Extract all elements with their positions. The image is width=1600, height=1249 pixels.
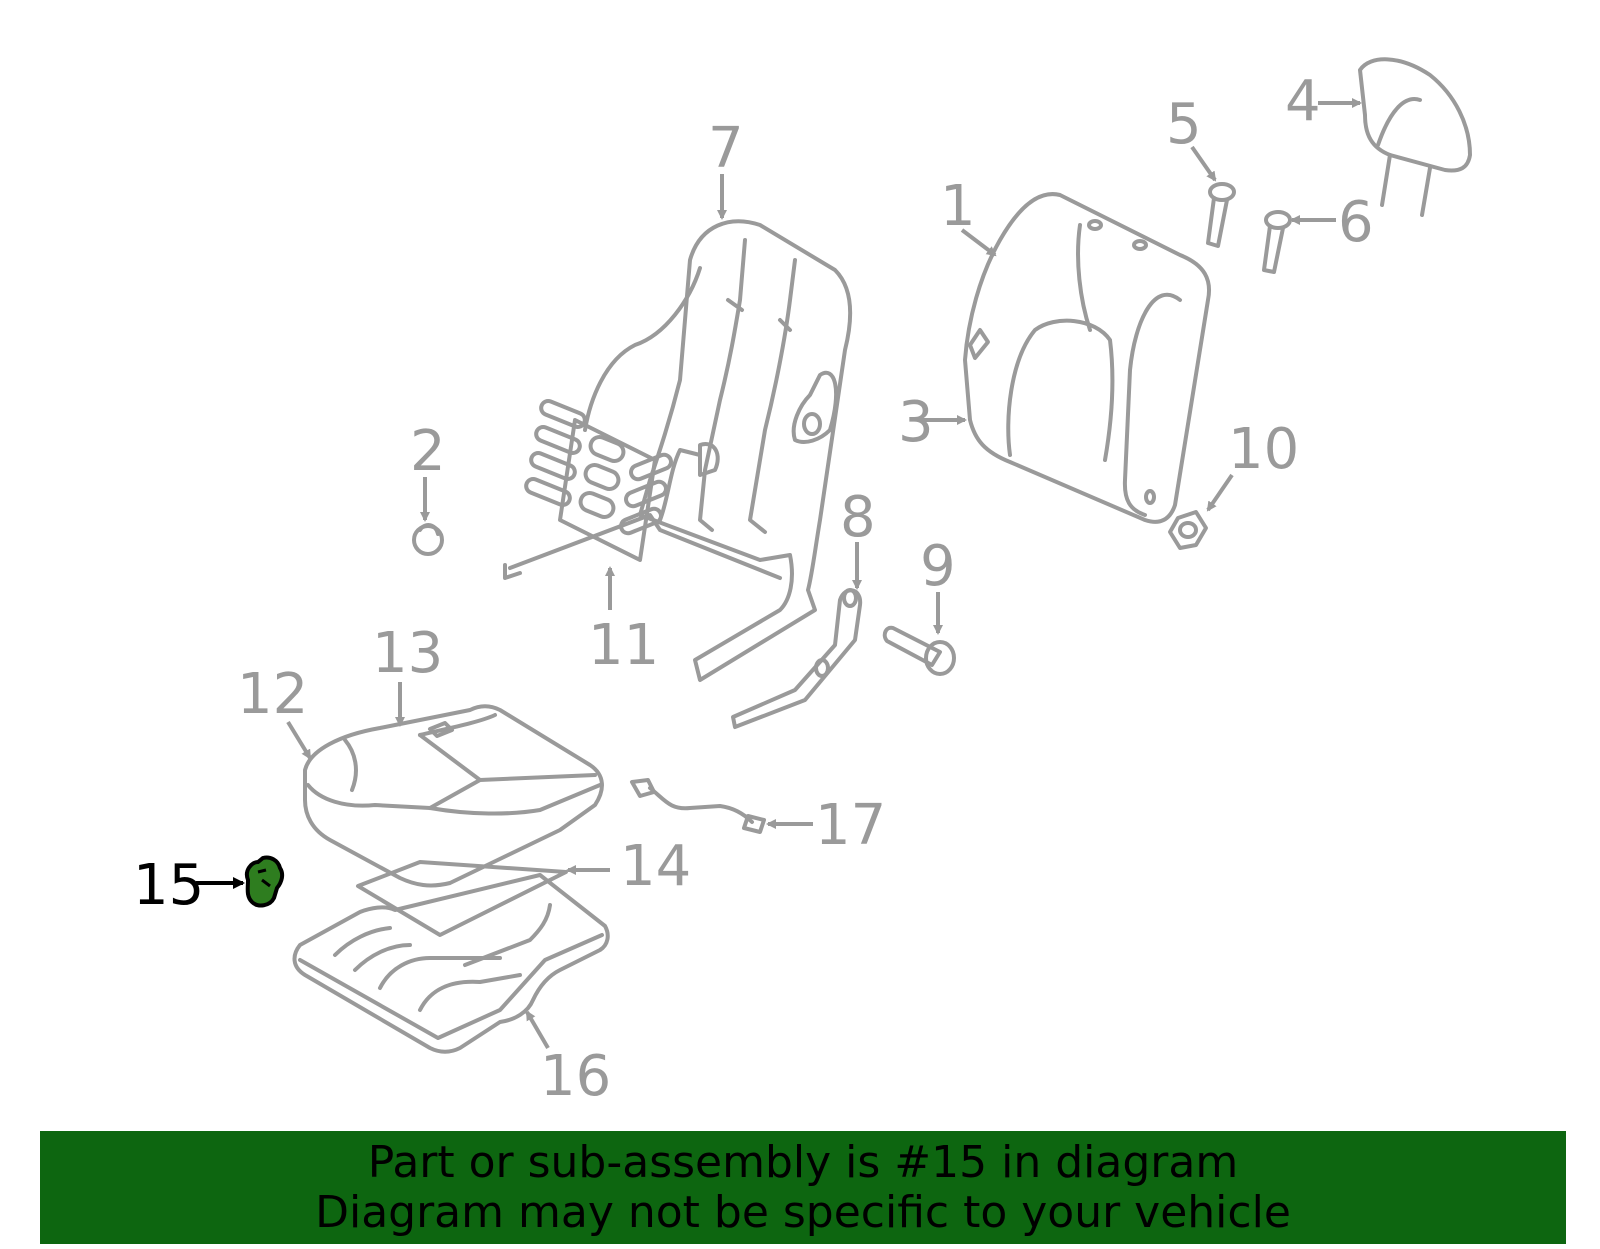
callout-17: 17 bbox=[815, 793, 886, 858]
clip-2 bbox=[412, 523, 444, 556]
callout-13: 13 bbox=[372, 621, 443, 686]
callout-2: 2 bbox=[410, 419, 446, 484]
seat-pan-16 bbox=[292, 873, 610, 1054]
callout-14: 14 bbox=[620, 834, 691, 899]
seat-back-cushion bbox=[963, 192, 1211, 524]
lumbar-support bbox=[524, 399, 673, 562]
headrest bbox=[1358, 57, 1472, 217]
nut-10 bbox=[1168, 510, 1208, 550]
headrest-guide-6 bbox=[1262, 210, 1292, 274]
leader-lines bbox=[196, 98, 1362, 1050]
info-banner: Part or sub-assembly is #15 in diagram D… bbox=[40, 1131, 1566, 1244]
headrest-guide-5 bbox=[1206, 182, 1236, 248]
callout-4: 4 bbox=[1285, 69, 1321, 134]
callout-12: 12 bbox=[237, 662, 308, 727]
callout-8: 8 bbox=[840, 485, 876, 550]
banner-line-1: Part or sub-assembly is #15 in diagram bbox=[367, 1136, 1239, 1188]
seat-cushion bbox=[303, 704, 604, 888]
callout-15: 15 bbox=[133, 853, 204, 918]
highlighted-clip-15 bbox=[245, 855, 285, 908]
callout-9: 9 bbox=[920, 534, 956, 599]
callout-1: 1 bbox=[940, 174, 976, 239]
callout-5: 5 bbox=[1166, 92, 1202, 157]
callout-10: 10 bbox=[1228, 417, 1299, 482]
bolt-9 bbox=[882, 625, 956, 676]
callout-numbers: 1 2 3 4 5 6 7 8 9 10 11 12 13 14 15 16 1… bbox=[133, 69, 1374, 1109]
wire-harness-17 bbox=[630, 778, 766, 834]
callout-11: 11 bbox=[588, 613, 659, 678]
cushion-pad-14 bbox=[356, 860, 568, 937]
callout-16: 16 bbox=[540, 1044, 611, 1109]
callout-3: 3 bbox=[898, 390, 934, 455]
callout-6: 6 bbox=[1338, 190, 1374, 255]
callout-7: 7 bbox=[708, 116, 744, 181]
seat-back-frame bbox=[503, 219, 853, 682]
bracket-8 bbox=[731, 588, 863, 729]
banner-line-2: Diagram may not be specific to your vehi… bbox=[315, 1186, 1291, 1238]
